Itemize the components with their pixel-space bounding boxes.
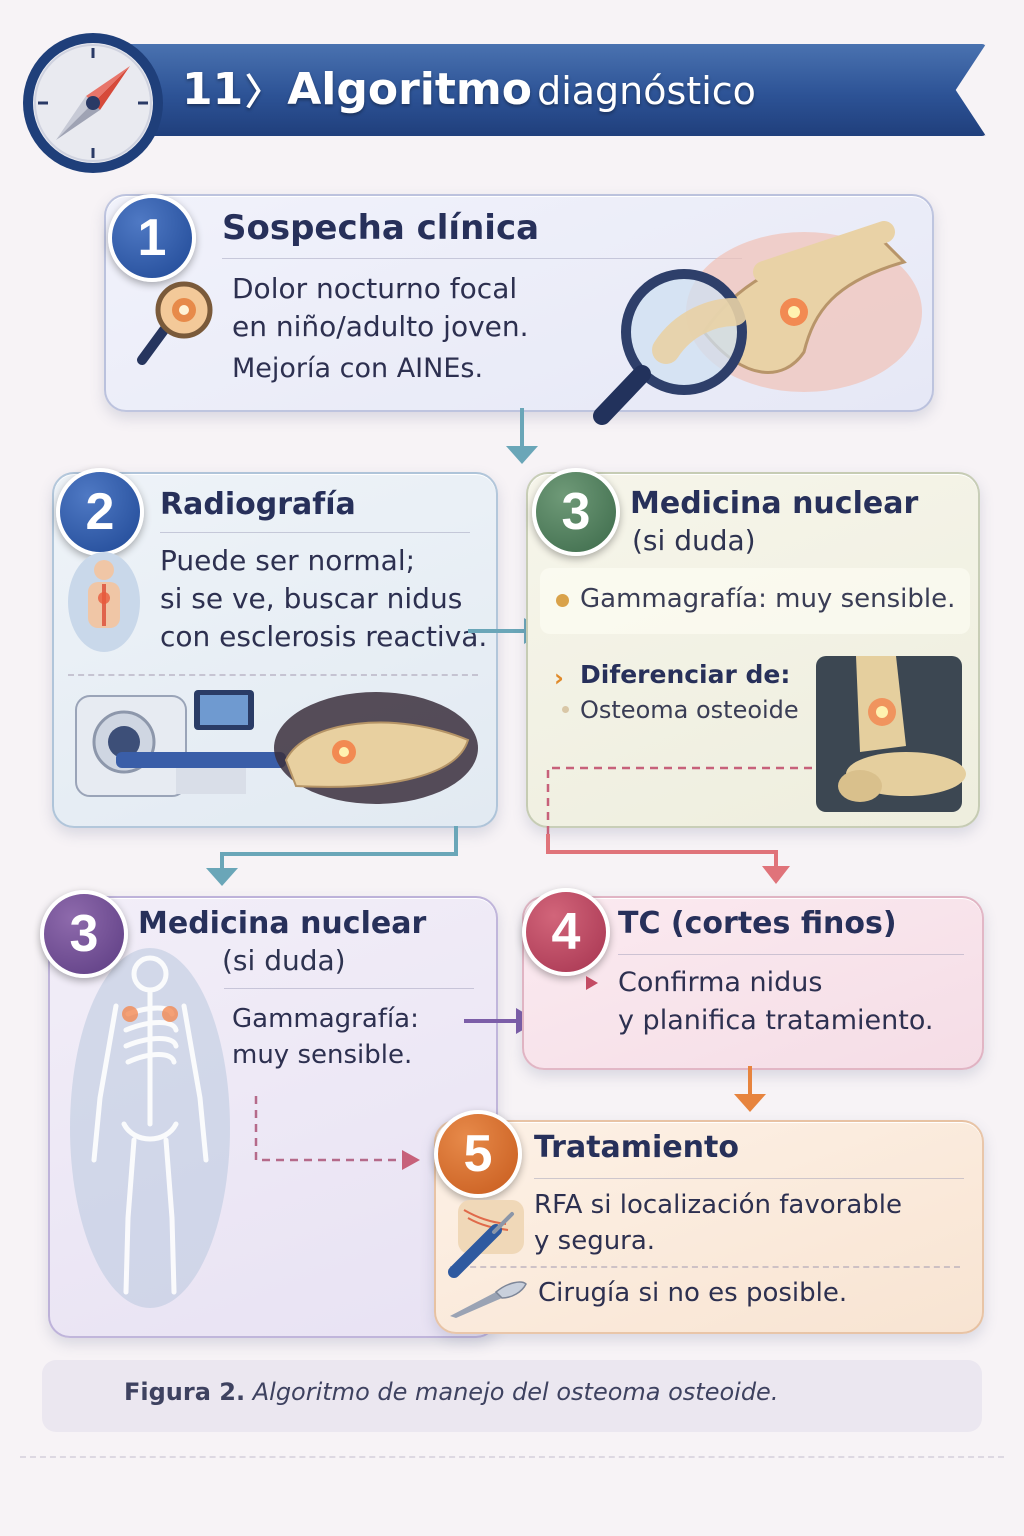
step-4-divider (618, 954, 964, 955)
step-1-divider (222, 258, 742, 259)
step-1-line-3: Mejoría con AINEs. (232, 353, 484, 384)
step-3-title: Medicina nuclear (630, 486, 919, 521)
step-3b-title: Medicina nuclear (138, 906, 427, 941)
compass-icon (23, 33, 163, 173)
step-2-line-1: Puede ser normal; (160, 544, 416, 577)
step-4-title: TC (cortes finos) (618, 906, 897, 941)
triangle-bullet-icon (586, 976, 598, 990)
header-ribbon (120, 44, 986, 136)
chevron-icon: › (554, 664, 564, 692)
step-5-title: Tratamiento (534, 1130, 739, 1165)
step-5-line-1: RFA si localización favorable (534, 1190, 902, 1220)
step-2-badge: 2 (56, 468, 144, 556)
step-3b-divider (224, 988, 474, 989)
rfa-probe-icon (448, 1200, 524, 1278)
arrow-3-4-dashed (546, 766, 812, 884)
arrow-3b-5-dashed (254, 1096, 420, 1170)
step-3-subtitle: (si duda) (632, 524, 756, 557)
step-4-line-1: Confirma nidus (618, 967, 823, 998)
step-3b-subtitle: (si duda) (222, 944, 346, 977)
title-bold: Algoritmo (287, 64, 532, 115)
step-2-line-2: si se ve, buscar nidus (160, 582, 463, 615)
step-4-badge: 4 (522, 888, 610, 976)
step-3-diff-item: Osteoma osteoide (580, 696, 799, 724)
caption-label: Figura 2. (124, 1378, 246, 1406)
step-3b-line-2: muy sensible. (232, 1040, 413, 1070)
step-3-diff-title: Diferenciar de: (580, 660, 791, 689)
skeleton-icon (70, 948, 230, 1308)
step-3b-badge: 3 (40, 890, 128, 978)
step-5-card (434, 1120, 984, 1334)
title-light: diagnóstico (537, 69, 756, 113)
step-5-badge: 5 (434, 1110, 522, 1198)
step-5-line-2: y segura. (534, 1226, 656, 1256)
step-2-title: Radiografía (160, 487, 356, 522)
xray-body-icon (68, 552, 140, 652)
title-chevron: 〉 (245, 72, 282, 113)
small-dot-icon (562, 706, 569, 713)
step-5-surgery: Cirugía si no es posible. (538, 1278, 848, 1308)
bone-magnify-illustration (593, 221, 922, 425)
figure-caption: Figura 2. Algoritmo de manejo del osteom… (124, 1378, 778, 1406)
step-1-badge: 1 (108, 194, 196, 282)
step-5-dashed-divider (450, 1266, 960, 1268)
step-3-bullet-panel (540, 568, 970, 634)
step-1-title: Sospecha clínica (222, 208, 540, 248)
section-number: 11 (182, 64, 244, 115)
bottom-dashed-divider (20, 1456, 1004, 1458)
caption-box (42, 1360, 982, 1432)
ct-scanner-illustration (75, 690, 478, 804)
step-3-bullet: Gammagrafía: muy sensible. (580, 584, 956, 614)
step-2-divider (160, 532, 470, 533)
arrow-4-5 (734, 1066, 766, 1112)
step-5-divider (534, 1178, 964, 1179)
bullet-dot-icon (556, 594, 569, 607)
step-2-line-3: con esclerosis reactiva. (160, 620, 488, 653)
step-3-badge: 3 (532, 468, 620, 556)
ankle-xray-illustration (816, 656, 966, 812)
caption-text: Algoritmo de manejo del osteoma osteoide… (252, 1378, 779, 1406)
page-title: 11〉Algoritmo diagnóstico (182, 58, 756, 122)
step-2-dashed-divider (68, 674, 478, 676)
scalpel-icon (450, 1281, 527, 1318)
step-1-line-2: en niño/adulto joven. (232, 310, 529, 343)
magnifier-icon (137, 281, 213, 365)
step-3b-line-1: Gammagrafía: (232, 1004, 419, 1034)
step-4-line-2: y planifica tratamiento. (618, 1005, 934, 1036)
arrow-2-3b (206, 826, 458, 886)
step-1-line-1: Dolor nocturno focal (232, 272, 518, 305)
arrow-down-1 (506, 408, 538, 464)
